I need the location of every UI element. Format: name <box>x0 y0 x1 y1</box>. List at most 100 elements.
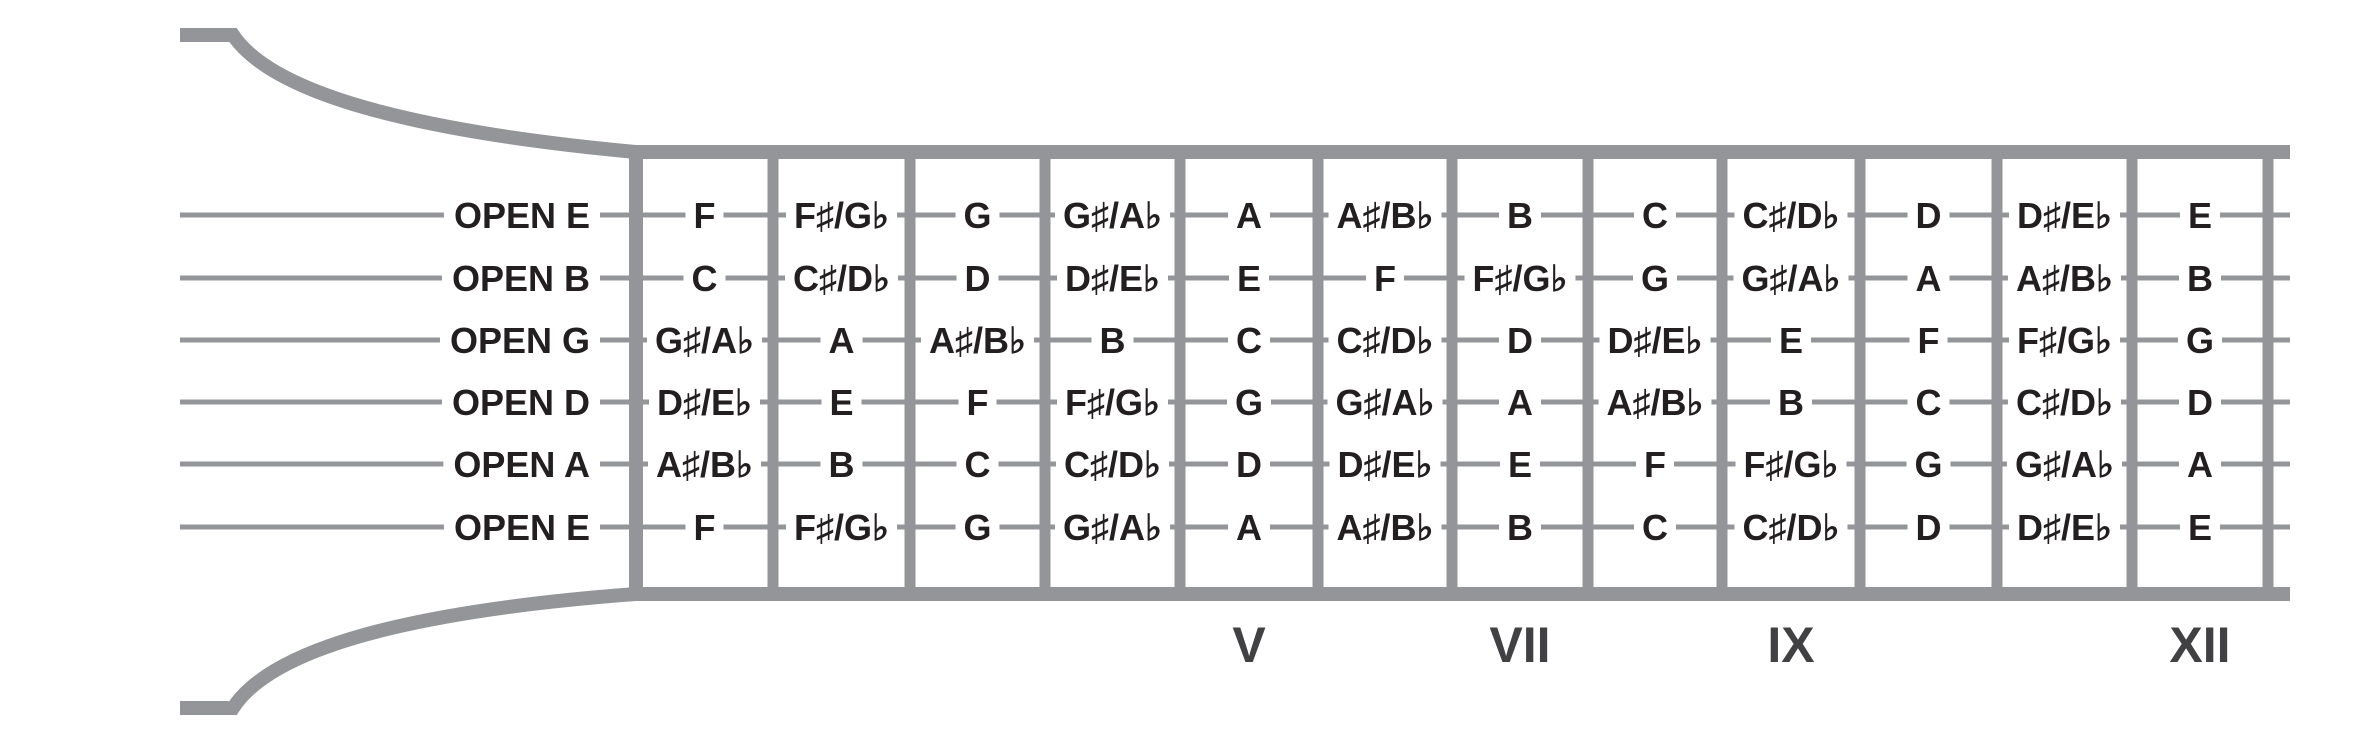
note-label: D <box>965 258 991 299</box>
note-label: G♯/A♭ <box>1742 258 1841 299</box>
note-knockout <box>1499 442 1541 486</box>
note-knockout <box>1733 256 1849 300</box>
note-knockout <box>649 380 760 424</box>
note-label: F <box>694 507 716 548</box>
note-label: F <box>1374 258 1396 299</box>
note-label: A <box>1916 258 1942 299</box>
note-knockout <box>2179 505 2221 549</box>
note-knockout <box>685 193 724 237</box>
note-knockout <box>2179 442 2221 486</box>
note-knockout <box>1057 256 1168 300</box>
note-knockout <box>1634 505 1676 549</box>
note-label: A♯/B♭ <box>1337 507 1434 548</box>
note-knockout <box>1734 193 1848 237</box>
note-label: C♯/D♭ <box>2016 382 2113 423</box>
note-knockout <box>956 442 999 486</box>
note-knockout <box>1226 380 1272 424</box>
note-knockout <box>1909 318 1948 362</box>
fret-marker-label: VII <box>1489 617 1550 673</box>
note-knockout <box>1636 442 1674 486</box>
note-knockout <box>1328 193 1442 237</box>
note-label: D♯/E♭ <box>2017 195 2112 236</box>
note-knockout <box>1056 442 1169 486</box>
note-knockout <box>1770 318 1812 362</box>
note-label: D <box>1507 320 1533 361</box>
note-knockout <box>2008 380 2121 424</box>
label-knockout <box>441 380 600 424</box>
note-knockout <box>921 318 1034 362</box>
note-label: F <box>967 382 989 423</box>
note-knockout <box>1464 256 1576 300</box>
note-label: D <box>1916 507 1942 548</box>
note-knockout <box>1735 442 1847 486</box>
note-knockout <box>1599 318 1711 362</box>
note-label: B <box>2187 258 2213 299</box>
note-knockout <box>1057 380 1168 424</box>
label-knockout <box>439 318 600 362</box>
note-label: A♯/B♭ <box>1337 195 1434 236</box>
note-knockout <box>2177 318 2223 362</box>
note-label: F♯/G♭ <box>1473 258 1568 299</box>
note-knockout <box>1499 318 1541 362</box>
fret-marker-label: IX <box>1767 617 1814 673</box>
note-label: F <box>1644 444 1666 485</box>
note-label: C <box>692 258 718 299</box>
note-knockout <box>955 505 1000 549</box>
note-knockout <box>1907 380 1950 424</box>
note-label: G♯/A♭ <box>1063 507 1162 548</box>
note-label: F♯/G♭ <box>2017 320 2112 361</box>
note-knockout <box>1770 380 1812 424</box>
note-label: D♯/E♭ <box>1065 258 1160 299</box>
note-knockout <box>1328 318 1442 362</box>
note-knockout <box>2008 256 2121 300</box>
note-knockout <box>1329 442 1441 486</box>
note-knockout <box>2009 505 2120 549</box>
fret-position-markers: V VII IX XII <box>1232 617 2230 673</box>
fret-marker-label: XII <box>2169 617 2230 673</box>
note-label: G <box>1914 444 1942 485</box>
note-label: A <box>1507 382 1533 423</box>
note-label: E <box>2188 507 2212 548</box>
note-knockout <box>1055 193 1170 237</box>
label-knockout <box>441 256 600 300</box>
note-label: C <box>1916 382 1942 423</box>
note-label: A <box>2187 444 2213 485</box>
note-knockout <box>820 442 863 486</box>
note-label: C♯/D♭ <box>1337 320 1434 361</box>
note-label: C♯/D♭ <box>1743 507 1840 548</box>
note-knockout <box>2179 380 2221 424</box>
note-label: D♯/E♭ <box>657 382 752 423</box>
note-label: A♯/B♭ <box>929 320 1026 361</box>
headstock-outline <box>180 28 637 715</box>
note-knockout <box>683 256 726 300</box>
note-labels: F F♯/G♭ G G♯/A♭ A A♯/B♭ B C C♯/D♭ D D♯/E♭ E C C♯/D♭ D D… <box>647 193 2223 549</box>
note-label: C <box>1642 195 1668 236</box>
note-label: G <box>2186 320 2214 361</box>
note-label: G♯/A♭ <box>1063 195 1162 236</box>
note-knockout <box>1598 380 1712 424</box>
note-label: A♯/B♭ <box>656 444 753 485</box>
note-knockout <box>685 505 724 549</box>
note-knockout <box>1228 318 1270 362</box>
note-label: G <box>963 195 991 236</box>
note-label: F <box>1918 320 1940 361</box>
note-label: B <box>1507 195 1533 236</box>
note-label: F♯/G♭ <box>1744 444 1839 485</box>
headstock-bottom-curve <box>180 587 637 715</box>
note-label: F♯/G♭ <box>794 507 889 548</box>
note-knockout <box>647 318 762 362</box>
note-knockout <box>2179 193 2221 237</box>
note-label: E <box>829 382 853 423</box>
note-knockout <box>1906 442 1951 486</box>
note-knockout <box>1228 256 1270 300</box>
note-knockout <box>955 193 1000 237</box>
open-string-label: OPEN G <box>450 320 590 361</box>
note-label: A <box>829 320 855 361</box>
note-knockout <box>1907 193 1950 237</box>
fret-marker-label: V <box>1232 617 1266 673</box>
note-label: A <box>1236 195 1262 236</box>
note-knockout <box>785 256 898 300</box>
label-knockout <box>443 193 600 237</box>
note-knockout <box>1907 256 1950 300</box>
note-knockout <box>1499 193 1541 237</box>
